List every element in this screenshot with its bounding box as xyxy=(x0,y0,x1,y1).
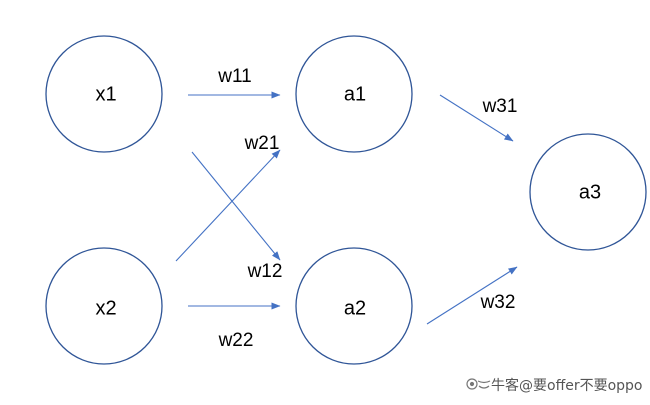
node-a3: a3 xyxy=(529,133,647,251)
edge-a2-a3 xyxy=(426,266,518,325)
watermark: 牛客@要offer不要oppo xyxy=(466,377,642,394)
watermark-text: 牛客@要offer不要oppo xyxy=(491,377,642,394)
edge-x1-a2 xyxy=(191,151,281,261)
node-a2: a2 xyxy=(295,247,413,365)
edge-label-w11: w11 xyxy=(217,66,251,87)
edge-x2-a1 xyxy=(175,149,281,262)
edge-label-w31: w31 xyxy=(482,96,518,117)
node-a1-label: a1 xyxy=(344,83,366,105)
edge-label-w12: w12 xyxy=(247,261,283,282)
edge-a1-a3 xyxy=(439,94,514,142)
node-a3-label: a3 xyxy=(579,181,601,203)
node-x2: x2 xyxy=(45,247,163,365)
edge-label-w22: w22 xyxy=(218,330,254,351)
node-x1: x1 xyxy=(45,35,163,153)
edge-label-w21: w21 xyxy=(244,133,280,154)
node-x1-label: x1 xyxy=(95,83,116,105)
edge-label-w32: w32 xyxy=(480,292,516,313)
node-x2-label: x2 xyxy=(95,297,116,319)
nowcoder-logo-icon xyxy=(466,378,491,390)
node-a2-label: a2 xyxy=(344,297,366,319)
node-a1: a1 xyxy=(295,35,413,153)
